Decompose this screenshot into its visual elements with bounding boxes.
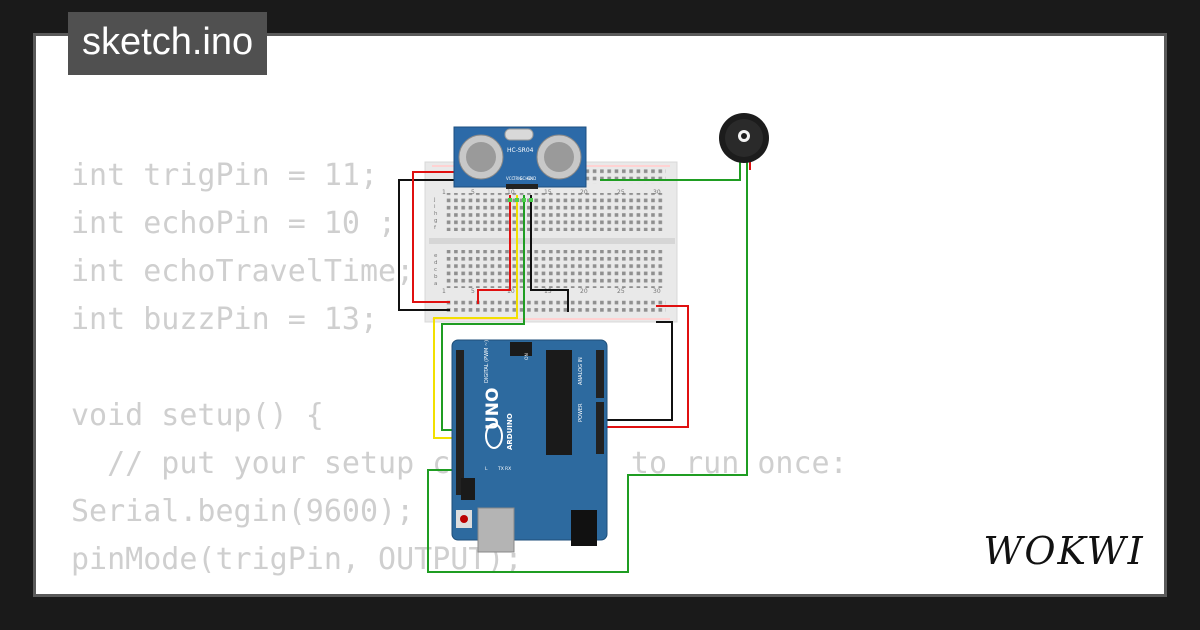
wires bbox=[398, 162, 751, 573]
wire-sensor-vcc[interactable] bbox=[477, 195, 511, 304]
ultrasonic-sensor[interactable]: HC-SR04 VCC TRIG ECHO GND bbox=[453, 126, 587, 202]
code-line: Serial.begin(9600); bbox=[71, 494, 415, 529]
board-power-label: POWER bbox=[578, 403, 584, 422]
breadboard-col-number: 15 bbox=[544, 288, 552, 295]
code-line: pinMode(trigPin, OUTPUT); bbox=[71, 542, 523, 577]
wire-sensor-gnd[interactable] bbox=[530, 195, 569, 312]
breadboard-row-letter: b bbox=[434, 274, 438, 280]
wire-trig[interactable] bbox=[433, 195, 518, 439]
breadboard-row-letter: a bbox=[434, 281, 437, 287]
breadboard-row-letter: i bbox=[434, 204, 436, 210]
breadboard-col-number: 20 bbox=[580, 288, 588, 295]
board-brand-label: UNO bbox=[483, 388, 503, 430]
code-line: int trigPin = 11; bbox=[71, 158, 379, 193]
code-line: pinMode(echoPin, INPUT); bbox=[71, 584, 848, 594]
wire-gnd-power[interactable] bbox=[602, 321, 673, 421]
board-led-label: L bbox=[485, 466, 488, 472]
breadboard-row-letter: j bbox=[433, 197, 436, 203]
breadboard-row-letter: c bbox=[434, 267, 437, 273]
breadboard-col-number: 5 bbox=[471, 189, 475, 196]
breadboard-row-letter: e bbox=[434, 253, 438, 259]
sensor-pin-label: GND bbox=[527, 176, 536, 181]
breadboard-col-number: 10 bbox=[507, 189, 515, 196]
breadboard-col-number: 25 bbox=[617, 189, 625, 196]
arduino-uno-board[interactable]: UNO ARDUINO DIGITAL (PWM ~) POWER ANALOG… bbox=[451, 339, 608, 553]
wokwi-logo: WOKWI bbox=[983, 529, 1144, 573]
sensor-pin-label: VCC bbox=[506, 176, 515, 181]
board-maker-label: ARDUINO bbox=[506, 413, 514, 450]
breadboard-col-number: 30 bbox=[653, 189, 661, 196]
wire-buzzer-signal[interactable] bbox=[427, 162, 748, 573]
breadboard-row-letter: d bbox=[434, 260, 438, 266]
sensor-pin-label: TRIG bbox=[512, 176, 523, 181]
wire-buzzer-gnd[interactable] bbox=[600, 162, 741, 181]
board-digital-label: DIGITAL (PWM ~) bbox=[484, 340, 490, 383]
breadboard: 1 5 10 15 20 25 30 1 5 10 15 20 25 30 j … bbox=[424, 161, 678, 323]
board-tx-label: TX bbox=[497, 466, 504, 472]
breadboard-col-number: 20 bbox=[580, 189, 588, 196]
breadboard-col-number: 15 bbox=[544, 189, 552, 196]
breadboard-col-number: 1 bbox=[442, 288, 446, 295]
buzzer[interactable] bbox=[719, 113, 769, 163]
breadboard-col-number: 5 bbox=[471, 288, 475, 295]
wire-5v-power[interactable] bbox=[602, 305, 689, 428]
sensor-model-label: HC-SR04 bbox=[507, 147, 534, 154]
sketch-filename-tab: sketch.ino bbox=[68, 12, 268, 75]
code-line: int buzzPin = 13; bbox=[71, 302, 379, 337]
breadboard-col-number: 25 bbox=[617, 288, 625, 295]
code-line: int echoPin = 10 ; bbox=[71, 206, 397, 241]
breadboard-col-number: 30 bbox=[653, 288, 661, 295]
wire-echo[interactable] bbox=[441, 195, 525, 431]
wire-gnd-left[interactable] bbox=[398, 179, 455, 311]
code-line: void setup() { bbox=[71, 398, 324, 433]
board-on-label: ON bbox=[524, 353, 530, 360]
wokwi-logo-text: WOKWI bbox=[983, 529, 1144, 573]
breadboard-row-letter: h bbox=[434, 211, 438, 217]
breadboard-col-number: 10 bbox=[507, 288, 515, 295]
breadboard-col-number: 1 bbox=[442, 189, 446, 196]
wire-vcc-left[interactable] bbox=[412, 171, 455, 303]
board-rx-label: RX bbox=[505, 466, 511, 472]
sensor-pin-label: ECHO bbox=[520, 176, 531, 181]
breadboard-row-letter: f bbox=[434, 225, 437, 231]
breadboard-row-letter: g bbox=[434, 218, 438, 224]
code-line: int echoTravelTime; bbox=[71, 254, 415, 289]
board-analog-label: ANALOG IN bbox=[578, 357, 584, 385]
